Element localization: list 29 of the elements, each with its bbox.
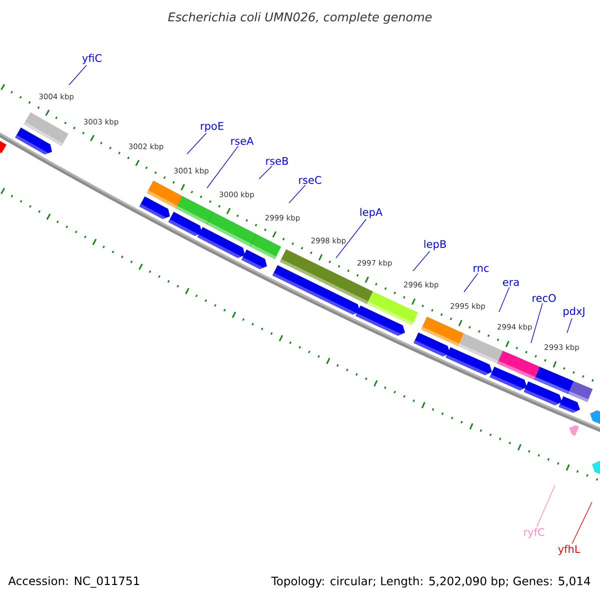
leader-line bbox=[68, 64, 87, 86]
leader-line bbox=[498, 286, 510, 312]
gene-label: era bbox=[502, 280, 519, 286]
gene-label: rseA bbox=[231, 137, 254, 145]
leader-line bbox=[412, 250, 430, 272]
leader-line bbox=[186, 132, 207, 154]
leader-line bbox=[206, 146, 239, 188]
gene-label: rseC bbox=[299, 176, 322, 184]
gene-label: lepB bbox=[424, 240, 446, 250]
leader-line bbox=[566, 318, 572, 334]
leader-line bbox=[288, 184, 306, 204]
gene-label: pdxJ bbox=[564, 306, 584, 318]
gene-label: yfhL bbox=[558, 544, 580, 556]
gene-label: lepA bbox=[360, 208, 383, 218]
gene-label: rseB bbox=[266, 157, 288, 165]
leader-line bbox=[336, 218, 366, 258]
footer-note: Accession: NC_011751 bbox=[8, 576, 140, 588]
gene-label: rnc bbox=[474, 266, 489, 272]
leader-line bbox=[258, 166, 272, 180]
leader-line bbox=[530, 302, 543, 344]
footer-note: Topology: circular; Length: 5,202,090 bp; Genes: 5,014 bbox=[271, 576, 590, 588]
leader-line bbox=[464, 272, 478, 292]
title: Escherichia coli UMN026, complete genome bbox=[168, 12, 432, 24]
gene-label: ryfC bbox=[524, 528, 544, 538]
leader-line bbox=[536, 484, 556, 528]
gene-label: rpoE bbox=[200, 122, 224, 132]
gene-label: recO bbox=[532, 294, 556, 302]
gene-label: yfiC bbox=[82, 54, 102, 64]
leader-line bbox=[572, 502, 592, 544]
